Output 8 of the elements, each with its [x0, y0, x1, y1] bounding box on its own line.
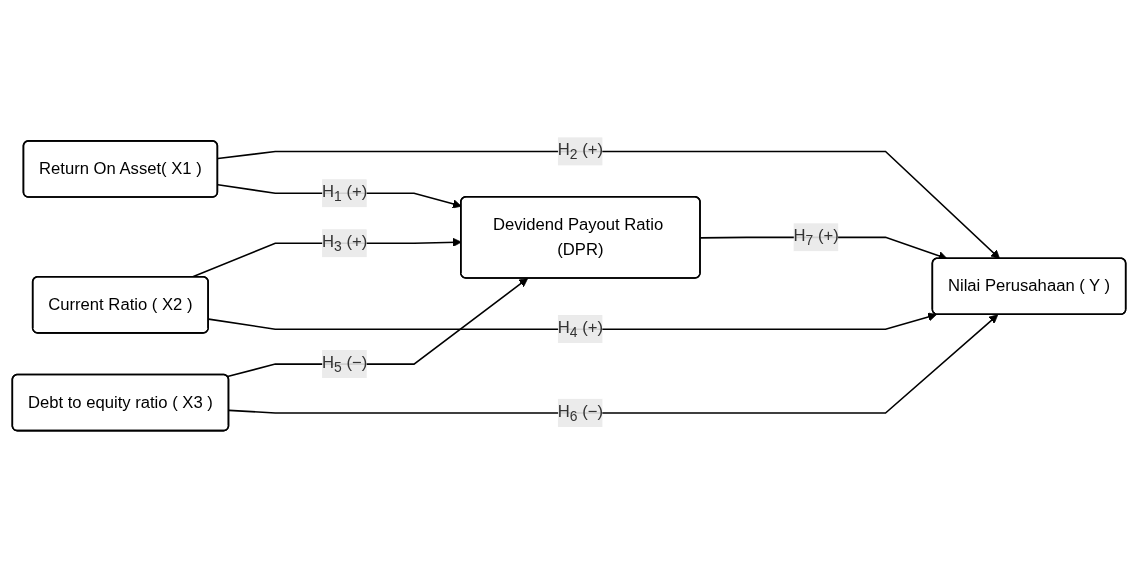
arrow — [228, 313, 999, 414]
edge-label: H$_{7}$ (+) — [793, 225, 839, 248]
edge-label: H$_{2}$ (+) — [557, 139, 603, 162]
edge-label: H$_{5}$ (−) — [322, 352, 368, 375]
edge-label: H$_{4}$ (+) — [557, 317, 603, 340]
edge-label: H$_{1}$ (+) — [322, 181, 368, 204]
edge-label: H$_{3}$ (+) — [322, 231, 368, 254]
edge-label: H$_{6}$ (−) — [557, 401, 603, 424]
